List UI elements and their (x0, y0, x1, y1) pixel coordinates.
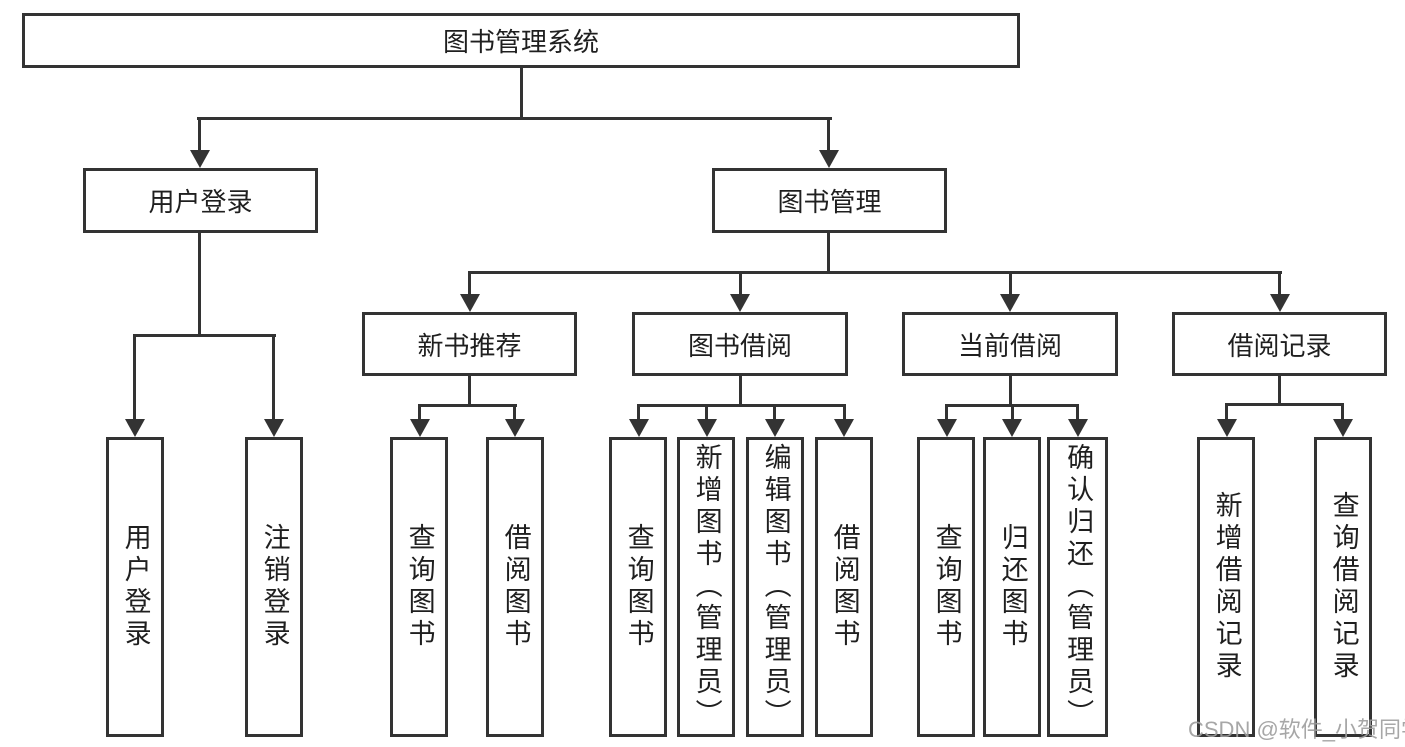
leaf-borrow-add-books-admin: 新增图书（管理员） (677, 437, 735, 737)
connector-drop (705, 404, 708, 423)
connector-stem (519, 68, 523, 120)
connector-drop (842, 404, 846, 423)
connector-drop (773, 404, 776, 423)
node-book-borrow: 图书借阅 (632, 312, 848, 376)
node-borrow-record: 借阅记录 (1172, 312, 1387, 376)
node-book-management-label: 图书管理 (777, 187, 882, 217)
node-current-borrow-label: 当前借阅 (957, 330, 1062, 361)
leaf-record-query-borrow-record: 查询借阅记录 (1314, 437, 1372, 737)
leaf-borrow-edit-books-admin-label: 编辑图书（管理员） (760, 443, 791, 731)
node-root-label: 图书管理系统 (442, 27, 599, 57)
connector-drop (1341, 403, 1344, 423)
arrow-down-icon (1216, 419, 1237, 437)
leaf-current-query-books: 查询图书 (917, 437, 975, 737)
leaf-borrow-edit-books-admin: 编辑图书（管理员） (746, 437, 804, 737)
connector-stem (468, 376, 471, 407)
arrow-down-icon (818, 150, 839, 168)
leaf-borrow-query-books: 查询图书 (609, 437, 667, 737)
leaf-record-query-borrow-record-label: 查询借阅记录 (1328, 491, 1359, 683)
node-book-management: 图书管理 (712, 168, 947, 233)
connector-bar (417, 404, 517, 407)
arrow-down-icon (834, 419, 854, 437)
node-new-book-recommend: 新书推荐 (362, 312, 577, 376)
leaf-logout-label: 注销登录 (259, 523, 290, 651)
node-borrow-record-label: 借阅记录 (1227, 330, 1332, 361)
leaf-user-login-label: 用户登录 (120, 523, 151, 651)
connector-bar (467, 271, 1282, 274)
connector-drop (1008, 271, 1012, 298)
node-book-borrow-label: 图书借阅 (687, 330, 792, 361)
connector-drop (945, 404, 948, 423)
leaf-borrow-borrow-books: 借阅图书 (815, 437, 873, 737)
connector-stem (1008, 376, 1012, 407)
connector-bar (196, 117, 832, 120)
leaf-current-query-books-label: 查询图书 (931, 523, 962, 651)
arrow-down-icon (1269, 294, 1290, 312)
connector-drop (468, 271, 471, 298)
connector-drop (133, 334, 136, 423)
arrow-down-icon (459, 294, 480, 312)
arrow-down-icon (764, 419, 785, 437)
connector-drop (1225, 403, 1228, 423)
leaf-logout: 注销登录 (245, 437, 303, 737)
node-current-borrow: 当前借阅 (902, 312, 1118, 376)
connector-stem (1278, 376, 1281, 406)
arrow-down-icon (1332, 419, 1353, 437)
arrow-down-icon (730, 294, 750, 312)
leaf-user-login: 用户登录 (106, 437, 164, 737)
connector-drop (198, 117, 201, 154)
connector-stem (198, 233, 201, 337)
leaf-borrow-borrow-books-label: 借阅图书 (829, 523, 860, 651)
connector-stem (827, 233, 830, 274)
arrow-down-icon (189, 150, 210, 168)
leaf-current-return-books-label: 归还图书 (997, 523, 1028, 651)
connector-bar (1224, 403, 1344, 406)
arrow-down-icon (1067, 419, 1088, 437)
connector-stem (738, 376, 742, 407)
connector-drop (1010, 404, 1014, 423)
leaf-borrow-add-books-admin-label: 新增图书（管理员） (691, 443, 722, 731)
leaf-current-return-books: 归还图书 (983, 437, 1041, 737)
leaf-newrec-query-books-label: 查询图书 (404, 523, 435, 651)
leaf-record-add-borrow-record: 新增借阅记录 (1197, 437, 1255, 737)
connector-bar (636, 404, 846, 407)
leaf-newrec-borrow-books: 借阅图书 (486, 437, 544, 737)
connector-drop (637, 404, 640, 423)
leaf-current-confirm-return-admin-label: 确认归还（管理员） (1063, 443, 1094, 731)
arrow-down-icon (1000, 294, 1020, 312)
node-user-login: 用户登录 (83, 168, 318, 233)
arrow-down-icon (936, 419, 957, 437)
arrow-down-icon (409, 419, 430, 437)
leaf-newrec-borrow-books-label: 借阅图书 (500, 523, 531, 651)
node-new-book-recommend-label: 新书推荐 (417, 330, 522, 361)
watermark-text: CSDN @软件_小贺同学 (1188, 717, 1405, 742)
arrow-down-icon (504, 419, 525, 437)
arrow-down-icon (628, 419, 649, 437)
leaf-current-confirm-return-admin: 确认归还（管理员） (1047, 437, 1108, 737)
connector-drop (418, 404, 421, 423)
connector-drop (738, 271, 742, 298)
leaf-record-add-borrow-record-label: 新增借阅记录 (1211, 491, 1242, 683)
connector-drop (1278, 271, 1281, 298)
connector-bar (132, 334, 276, 337)
leaf-borrow-query-books-label: 查询图书 (623, 523, 654, 651)
node-user-login-label: 用户登录 (148, 187, 253, 217)
arrow-down-icon (124, 419, 145, 437)
connector-drop (272, 334, 275, 423)
node-root: 图书管理系统 (22, 13, 1020, 68)
connector-drop (513, 404, 516, 423)
connector-drop (827, 117, 830, 154)
arrow-down-icon (696, 419, 717, 437)
connector-drop (1076, 404, 1079, 423)
leaf-newrec-query-books: 查询图书 (390, 437, 448, 737)
arrow-down-icon (263, 419, 284, 437)
arrow-down-icon (1002, 419, 1022, 437)
